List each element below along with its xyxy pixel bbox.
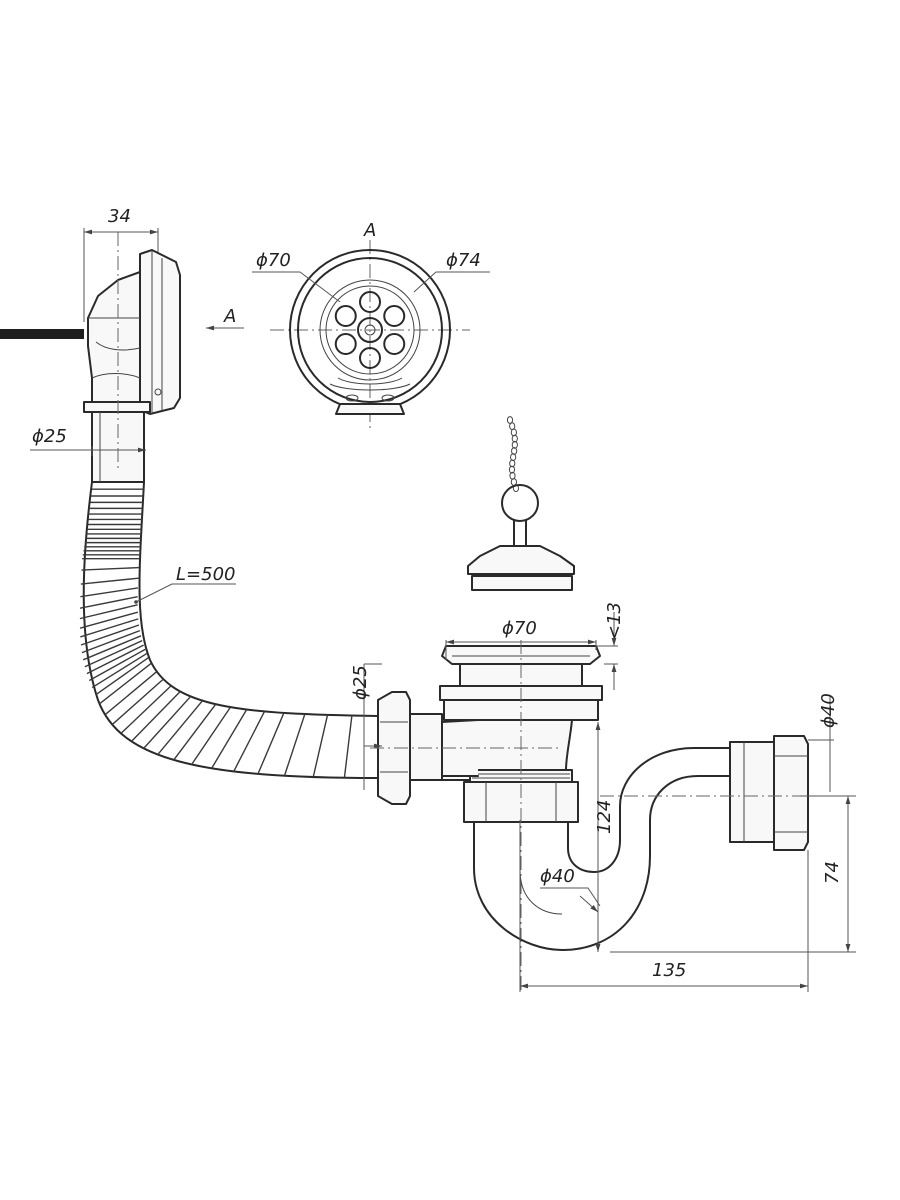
- dimension-overflow-pipe: ϕ25: [30, 426, 146, 456]
- dim-label-124: 124: [594, 800, 615, 834]
- chain-link: [511, 440, 518, 449]
- chain-link: [510, 453, 517, 462]
- view-arrow-a: A: [206, 306, 244, 331]
- strainer-body: [439, 645, 603, 823]
- grate-view-a: A ϕ70 ϕ74: [252, 220, 490, 430]
- overflow-head: [0, 249, 181, 483]
- dim-label-phi70-grate: ϕ70: [256, 250, 291, 271]
- hose-rib: [81, 629, 141, 654]
- grate-hole: [359, 291, 381, 313]
- dimension-strainer: ϕ70: [445, 618, 597, 660]
- hose-rib: [80, 624, 140, 646]
- dimension-hose-length: L=500: [134, 564, 236, 604]
- hose-rib: [84, 639, 143, 668]
- hose-rib: [143, 695, 192, 749]
- hose-rib: [233, 711, 266, 772]
- hose-rib: [312, 714, 329, 778]
- view-arrow-label: A: [223, 306, 236, 327]
- hose-rib: [80, 577, 139, 585]
- stopper-with-chain: [467, 416, 575, 591]
- dim-label-phi74-grate: ϕ74: [446, 250, 481, 271]
- dim-label-phi40-outlet: ϕ40: [818, 693, 839, 728]
- hose-rib: [80, 587, 139, 598]
- chain-link: [511, 434, 518, 443]
- hose-rib: [79, 604, 138, 620]
- hose-rib: [257, 712, 285, 775]
- chain-link: [509, 459, 516, 468]
- chain-link: [510, 428, 517, 437]
- hose-rib: [283, 713, 306, 776]
- chain-link: [508, 465, 516, 474]
- hose-rib: [80, 618, 139, 638]
- corrugated-hose: [79, 481, 379, 779]
- dimension-strainer-rim: <13: [596, 602, 625, 690]
- hose-rib: [157, 700, 204, 755]
- view-label: A: [363, 220, 376, 241]
- dim-label-l500: L=500: [176, 564, 235, 585]
- dim-label-lt13: <13: [604, 602, 625, 640]
- dimension-trap-pipe: ϕ40: [540, 866, 601, 913]
- hose-rib: [79, 611, 139, 629]
- hose-rib: [88, 648, 146, 682]
- hose-rib: [343, 715, 353, 778]
- hose-rib: [99, 662, 152, 705]
- dimension-trap-height: 124: [594, 722, 615, 952]
- dimension-outlet: ϕ40: [808, 693, 839, 792]
- hose-rib: [79, 596, 138, 609]
- dimension-trap-width: 135: [519, 820, 809, 992]
- dimension-hose-outlet: ϕ25: [350, 663, 382, 790]
- hose-rib: [81, 566, 140, 571]
- hose-rib: [104, 671, 158, 716]
- dim-label-34: 34: [108, 206, 131, 227]
- dim-label-phi25-union: ϕ25: [350, 665, 371, 700]
- dim-label-phi40-trap: ϕ40: [540, 866, 575, 887]
- dimension-overflow-width: 34: [83, 206, 159, 322]
- hose-rib: [111, 678, 164, 726]
- hose-rib: [130, 691, 181, 742]
- dim-label-phi70-strainer: ϕ70: [502, 618, 537, 639]
- hose-rib: [91, 652, 148, 689]
- dimension-outlet-height: 74: [610, 795, 856, 953]
- grate-hole: [383, 305, 406, 327]
- hose-rib: [82, 635, 142, 661]
- dim-label-74: 74: [822, 861, 843, 884]
- overflow-cable: [0, 329, 84, 339]
- grate-hole: [383, 333, 406, 355]
- trap-bend: [473, 735, 809, 951]
- grate-hole: [334, 333, 357, 355]
- grate-hole: [359, 347, 381, 369]
- grate-hole: [334, 305, 357, 327]
- hose-rib: [173, 703, 217, 761]
- hose-rib: [191, 706, 232, 765]
- hose-rib: [95, 656, 150, 696]
- dim-label-phi25-top: ϕ25: [32, 426, 67, 447]
- hose-rib: [86, 644, 144, 675]
- hose-rib: [211, 709, 248, 769]
- hose-rib: [120, 685, 172, 734]
- dim-label-135: 135: [652, 960, 686, 981]
